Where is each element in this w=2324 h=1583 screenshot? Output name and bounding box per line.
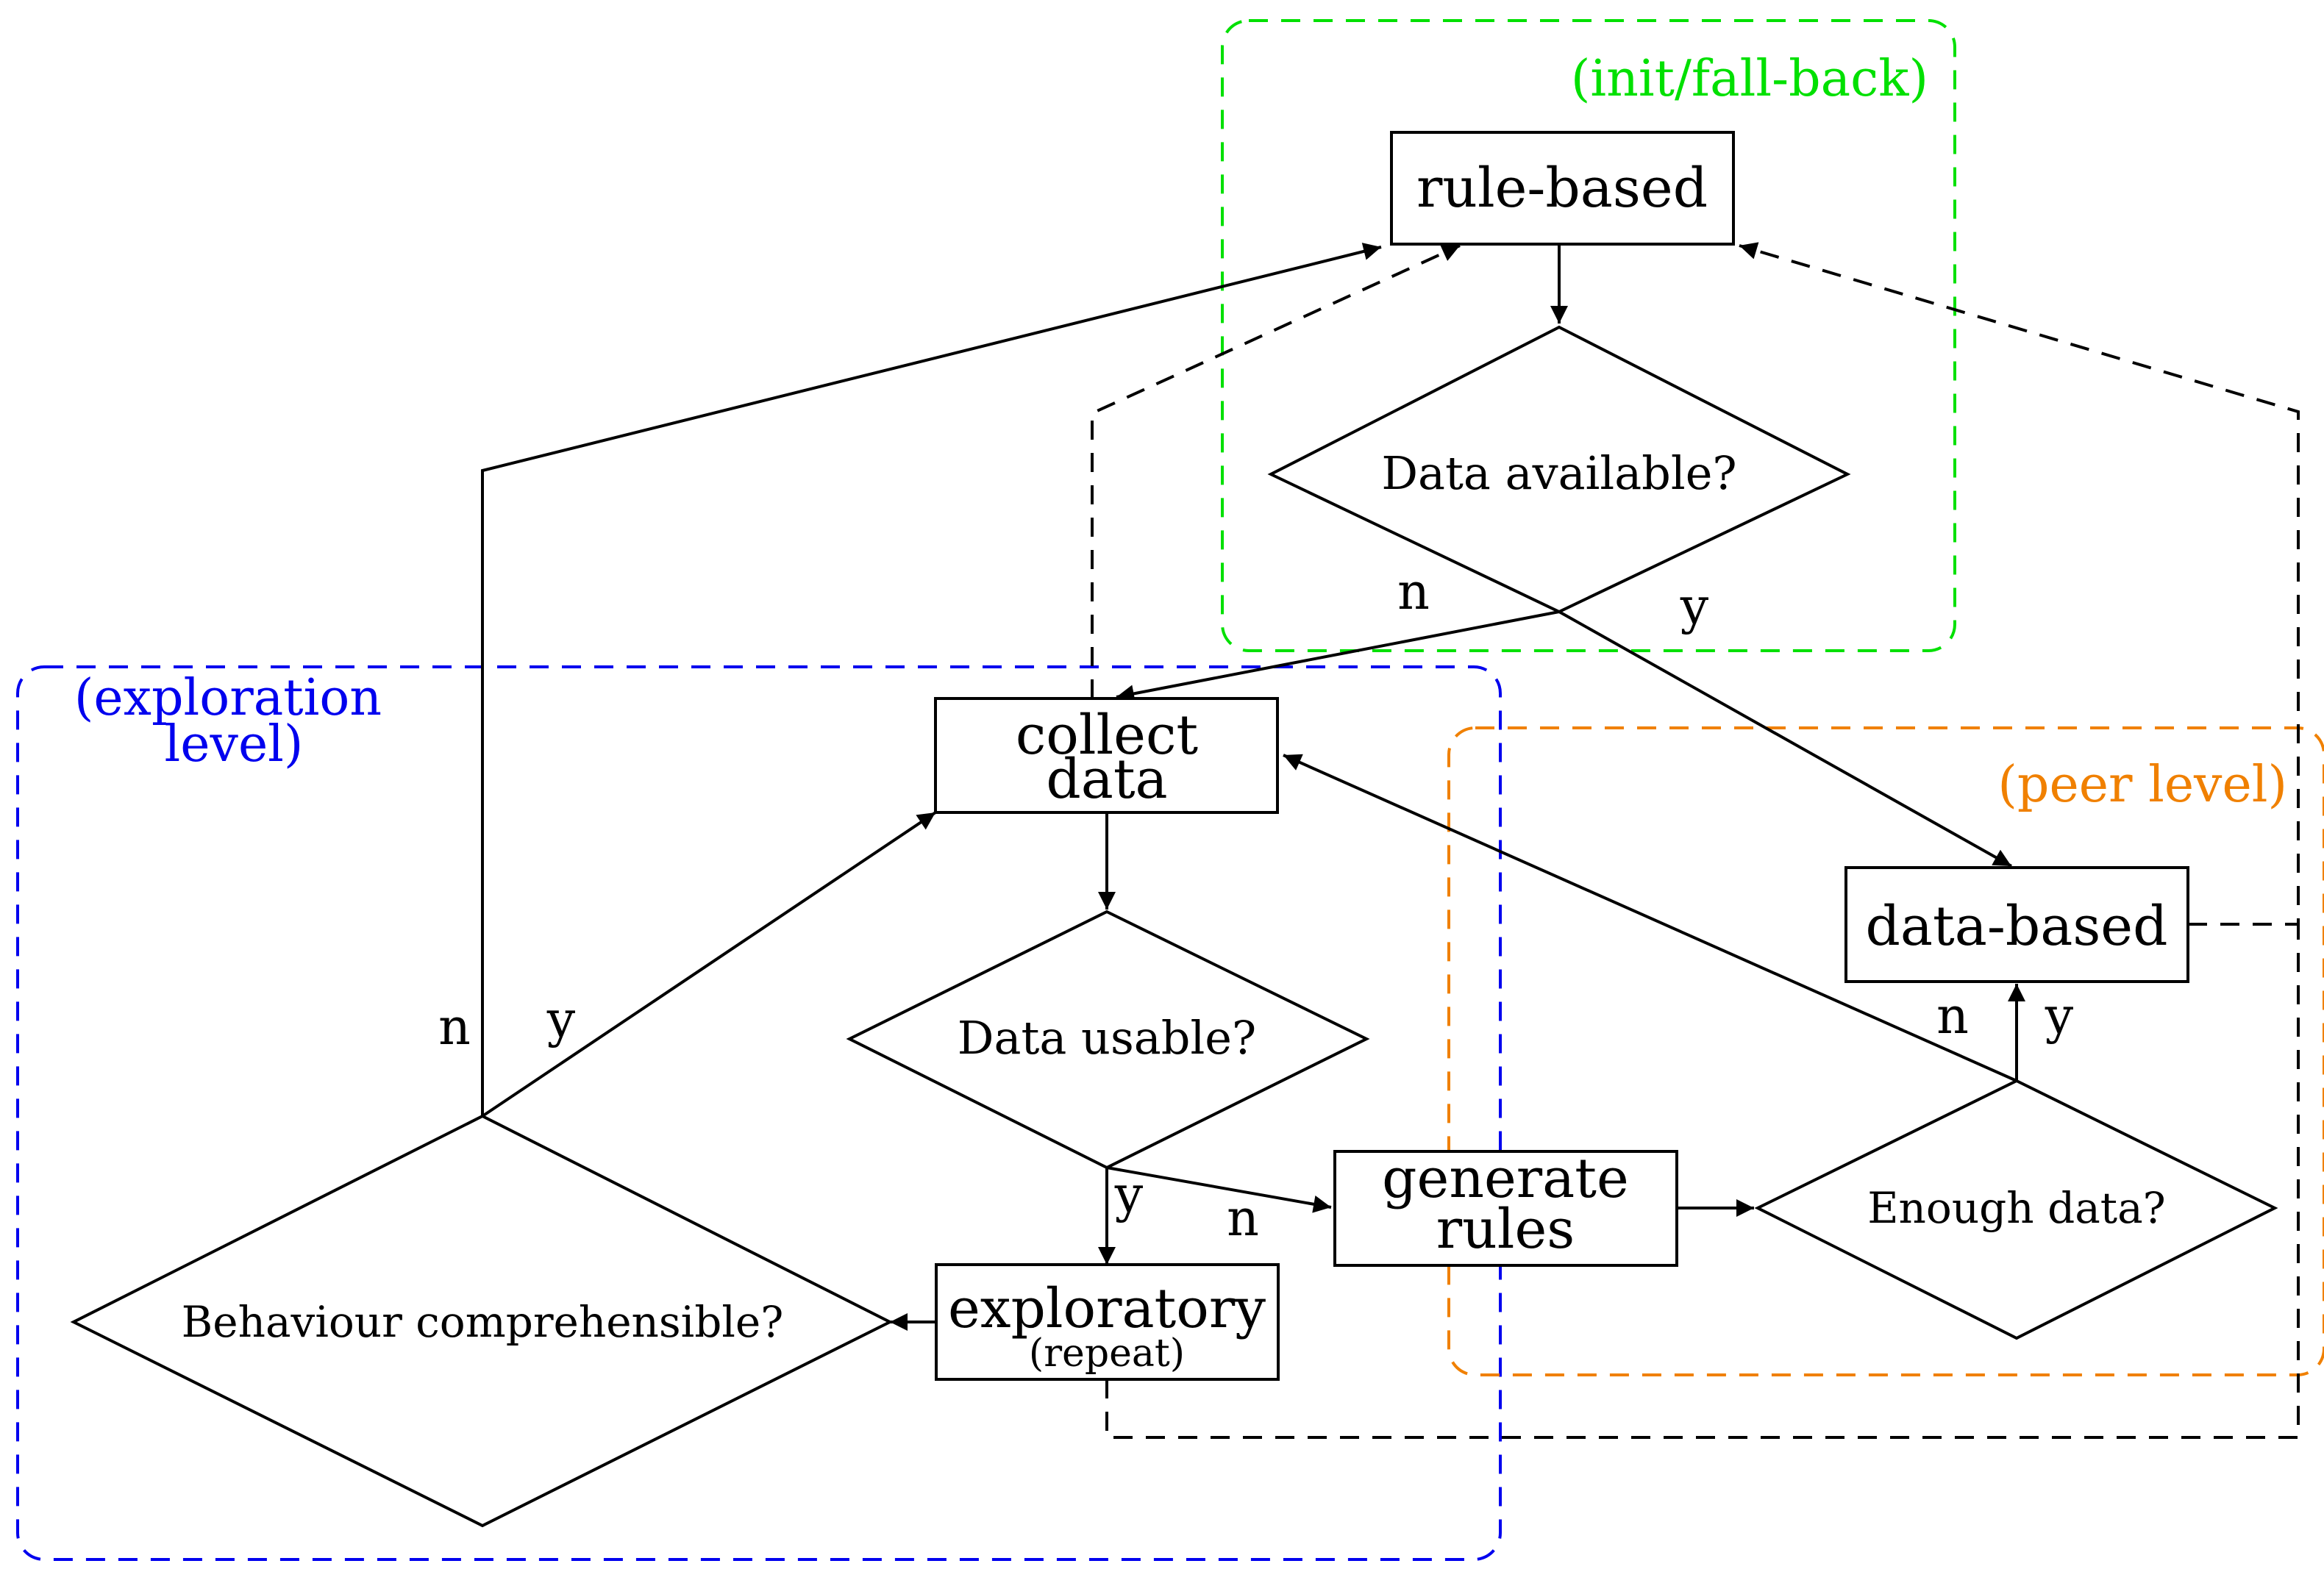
behaviour-comprehensible-label: Behaviour comprehensible? (182, 1297, 784, 1347)
init-fallback-group-frame (1221, 19, 1956, 652)
data-available-no-label: n (1397, 563, 1430, 621)
exploratory-sublabel: (repeat) (1029, 1332, 1185, 1376)
edge-enough-data-no-to-collect-data (1283, 754, 2017, 1082)
behaviour-yes-label: y (546, 991, 576, 1049)
exploration-group-label-line2: level) (165, 715, 304, 773)
exploration-group-label-line1: (exploration (74, 669, 382, 727)
peer-group-label: (peer level) (1997, 756, 2287, 814)
edge-data-usable-no-to-generate-rules (1106, 1166, 1332, 1213)
enough-data-no-label: n (1936, 987, 1969, 1046)
edge-data-available-no-to-collect-data (1116, 610, 1560, 703)
data-available-yes-label: y (1680, 578, 1709, 636)
init-fallback-group-label: (init/fall-back) (1571, 50, 1928, 108)
data-usable-label: Data usable? (958, 1011, 1256, 1065)
rule-based-label: rule-based (1416, 157, 1708, 220)
collect-data-label-line1: collect (1016, 704, 1199, 767)
generate-rules-label-line1: generate (1382, 1147, 1629, 1210)
exploratory-label: exploratory (948, 1277, 1266, 1340)
data-based-node (1844, 866, 2189, 983)
collect-data-node (934, 697, 1279, 814)
exploratory-node (935, 1263, 1280, 1381)
behaviour-comprehensible-decision (70, 1114, 894, 1528)
edge-data-based-fallback-to-rule-based (1739, 242, 2300, 926)
enough-data-label: Enough data? (1867, 1183, 2166, 1233)
data-based-label: data-based (1866, 895, 2168, 958)
edge-behaviour-yes-to-collect-data (481, 811, 937, 1118)
data-available-decision (1267, 325, 1851, 614)
generate-rules-node (1333, 1150, 1678, 1267)
data-usable-no-label: n (1227, 1190, 1259, 1248)
peer-group-frame (1447, 726, 2324, 1376)
rule-based-node (1390, 131, 1735, 246)
collect-data-label-line2: data (1046, 748, 1167, 811)
edge-data-available-yes-to-data-based (1558, 610, 2012, 868)
data-usable-decision (846, 910, 1370, 1170)
edge-exploratory-loop-to-fallback (1105, 924, 2300, 1439)
enough-data-yes-label: y (2045, 987, 2074, 1046)
enough-data-decision (1754, 1079, 2278, 1340)
edge-collect-data-fallback-to-rule-based (1091, 244, 1461, 698)
exploration-group-frame (16, 665, 1502, 1561)
edge-behaviour-no-to-rule-based (481, 243, 1382, 1116)
behaviour-no-label: n (438, 998, 471, 1057)
data-available-label: Data available? (1381, 446, 1736, 500)
generate-rules-label-line2: rules (1436, 1198, 1575, 1261)
data-usable-yes-label: y (1114, 1166, 1144, 1224)
